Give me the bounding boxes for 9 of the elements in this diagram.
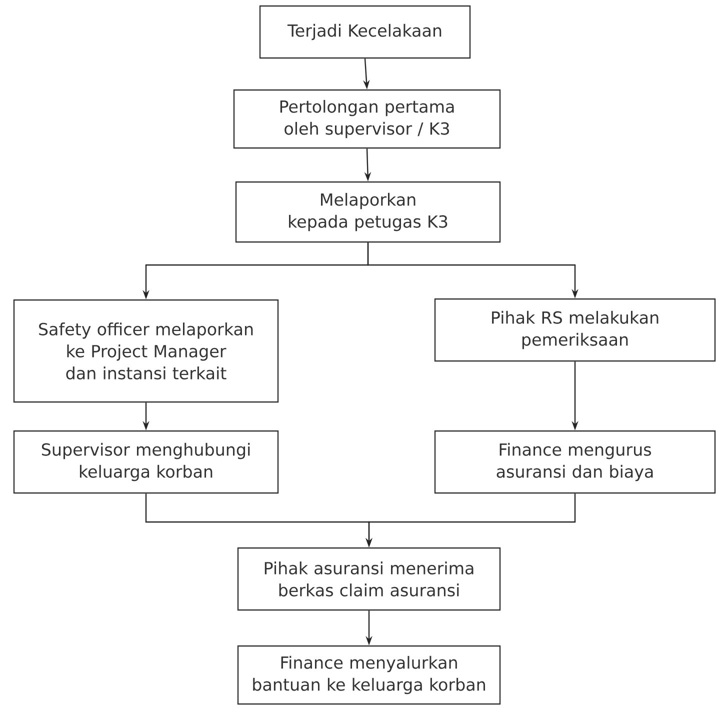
process-box: Safety officer melaporkan ke Project Manager dan instansi terkait (13, 299, 279, 403)
process-box: Pertolongan pertama oleh supervisor / K3 (233, 89, 501, 149)
process-box: Supervisor menghubungi keluarga korban (13, 430, 279, 494)
process-box: Terjadi Kecelakaan (259, 5, 471, 59)
process-box: Pihak asuransi menerima berkas claim asuransi (237, 547, 501, 611)
process-box: Finance menyalurkan bantuan ke keluarga korban (237, 645, 501, 705)
process-box: Pihak RS melakukan pemeriksaan (434, 298, 716, 362)
process-box: Melaporkan kepada petugas K3 (235, 181, 501, 243)
process-box: Finance mengurus asuransi dan biaya (434, 430, 716, 494)
